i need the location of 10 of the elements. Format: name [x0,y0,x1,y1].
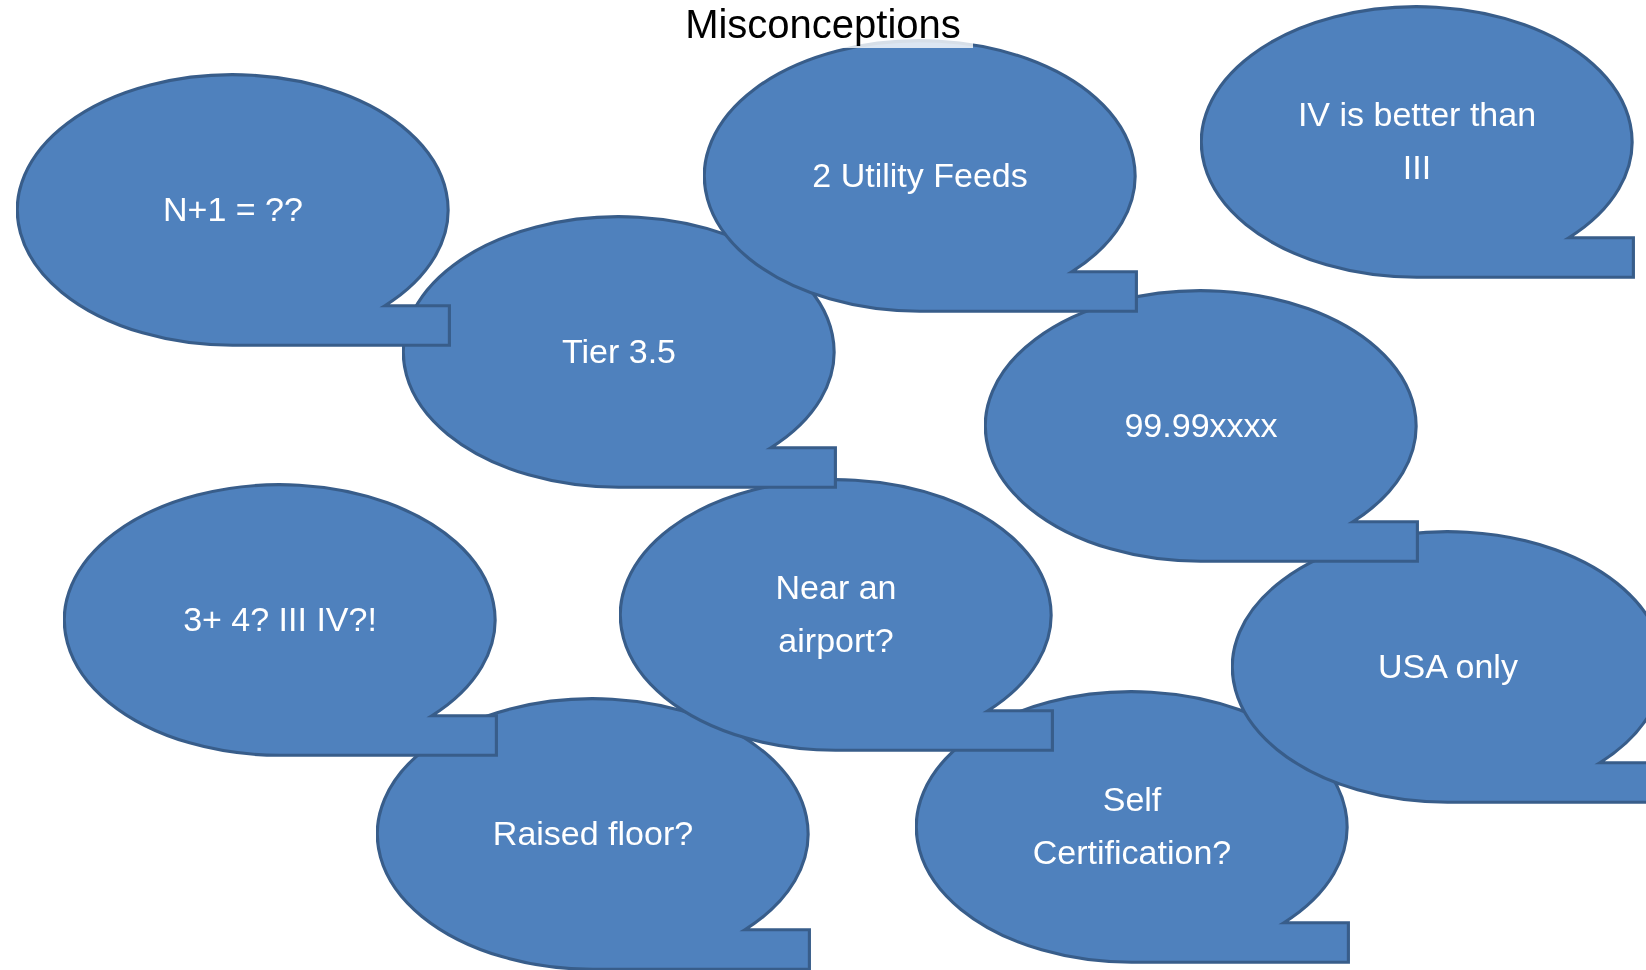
bubble-text: 2 Utility Feeds [812,154,1028,196]
bubble-text: IV is better than III [1297,94,1537,188]
bubble-text: 99.99xxxx [1124,404,1278,446]
bubble-text: N+1 = ?? [163,188,303,230]
bubble-text: 3+ 4? III IV?! [183,598,377,640]
bubble-text: Self Certification? [1031,779,1233,873]
bubble-text: USA only [1378,645,1518,687]
bubble-text: Near an airport? [774,567,898,661]
bubble-text: Tier 3.5 [562,330,676,372]
bubble-text: Raised floor? [492,812,694,854]
